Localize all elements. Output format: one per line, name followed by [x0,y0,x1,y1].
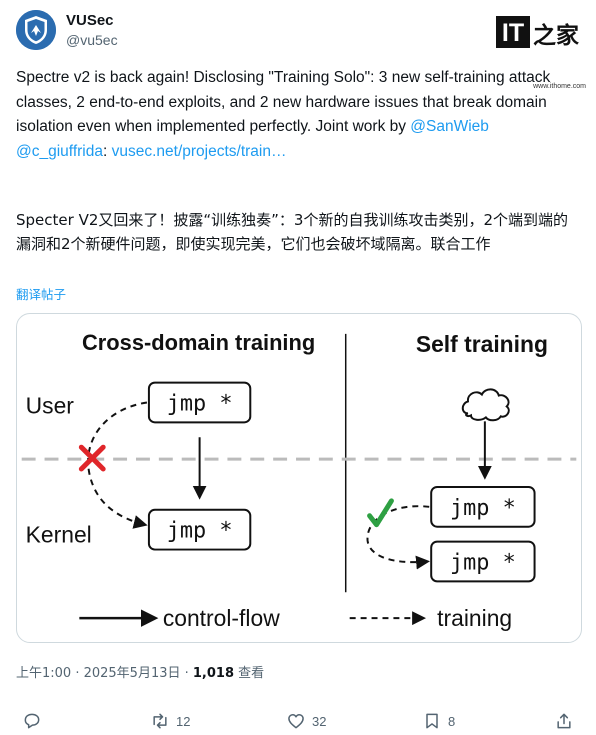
cloud-icon [461,388,510,422]
user-jmp-text: jmp * [167,391,233,416]
action-bar: 12 32 8 [16,708,580,734]
share-button[interactable] [554,708,574,734]
left-training-arrow [87,401,148,529]
watermark-logo-text: IT [502,19,524,47]
self-jmp-text-2: jmp * [450,550,516,575]
self-jmp-box-2 [430,540,536,583]
tweet-image[interactable]: Cross-domain training Self training User… [16,313,582,643]
legend-training-label: training [437,605,512,631]
tweet-colon: : [102,142,108,160]
bookmark-button[interactable]: 8 [422,708,455,734]
account-handle[interactable]: @vu5ec [66,32,118,48]
tweet-body: Spectre v2 is back again! Disclosing "Tr… [16,69,551,135]
tweet-link[interactable]: vusec.net/projects/train… [111,142,287,160]
like-button[interactable]: 32 [286,708,326,734]
reply-icon [24,713,40,729]
tweet-header: VUSec @vu5ec IT 之家 [16,10,580,58]
reply-button[interactable] [22,708,42,734]
legend-control-flow-label: control-flow [163,605,280,631]
blocked-x-icon [78,444,106,472]
ithome-watermark: IT 之家 [494,10,580,54]
user-jmp-box [147,381,252,424]
bookmark-count: 8 [448,713,456,729]
view-label: 查看 [234,666,265,681]
check-icon [367,498,394,528]
translated-text: Specter V2又回来了！披露“训练独奏”：3个新的自我训练攻击类别，2个端… [16,211,569,253]
translate-post-link[interactable]: 翻译帖子 [16,287,67,302]
kernel-label: Kernel [26,522,92,548]
tweet-meta: 上午1:00 · 2025年5月13日 · 1,018 查看 [16,662,264,681]
mention-c-giuffrida[interactable]: @c_giuffrida [16,142,103,160]
tweet-text: Spectre v2 is back again! Disclosing "Tr… [16,66,576,164]
bookmark-icon [426,713,438,729]
mention-sanwieb[interactable]: @SanWieb [410,118,489,135]
like-count: 32 [312,713,327,729]
self-jmp-box-1 [430,485,536,528]
training-diagram: Cross-domain training Self training User… [21,330,577,631]
kernel-jmp-box [147,508,252,551]
heart-icon [288,714,304,729]
post-time[interactable]: 上午1:00 · 2025年5月13日 · [16,666,193,681]
account-name[interactable]: VUSec [66,12,114,29]
avatar[interactable] [16,10,56,50]
right-title: Self training [416,331,548,357]
kernel-jmp-text: jmp * [167,519,233,544]
retweet-button[interactable]: 12 [150,708,190,734]
shield-logo-icon [16,10,56,50]
left-title: Cross-domain training [82,330,315,355]
retweet-count: 12 [176,713,191,729]
retweet-icon [153,713,167,729]
share-icon [557,713,571,729]
self-jmp-text-1: jmp * [450,496,516,521]
watermark-url: www.ithome.com [533,83,586,90]
view-count: 1,018 [192,666,235,681]
right-training-arrow [366,505,430,570]
user-label: User [26,392,75,418]
watermark-logo-cn: 之家 [533,22,579,49]
